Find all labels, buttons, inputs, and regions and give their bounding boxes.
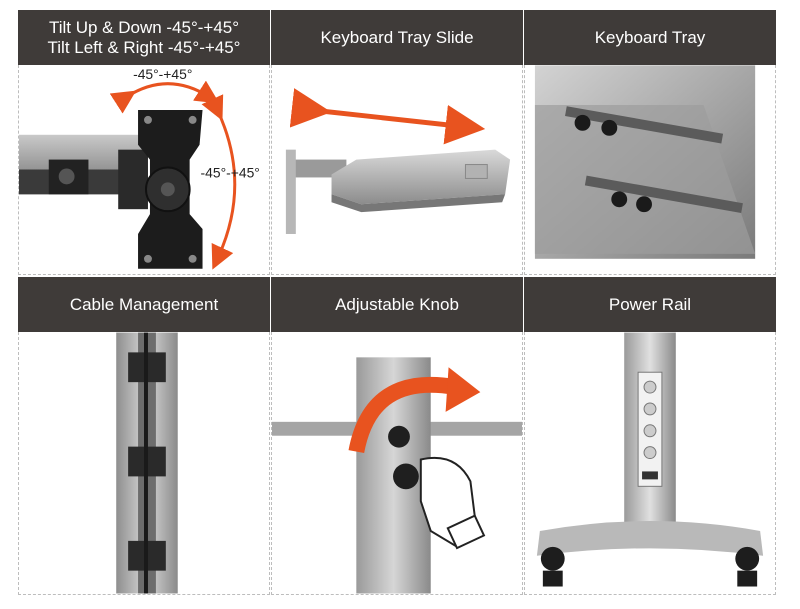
panel-cable-management-image <box>18 332 270 595</box>
cable-management-illustration <box>116 332 178 594</box>
panel-adjustable-knob-image <box>271 332 523 595</box>
panel-keyboard-tray-title: Keyboard Tray <box>594 27 706 47</box>
tilt-side-angle-label: -45°-+45° <box>201 164 260 180</box>
panel-adjustable-knob: Adjustable Knob <box>271 277 523 595</box>
panel-tilt-header: Tilt Up & Down -45°-+45° Tilt Left & Rig… <box>18 10 270 65</box>
power-rail-illustration <box>536 332 764 587</box>
vesa-mount-illustration: -45°-+45° -45°-+45° <box>19 66 260 270</box>
panel-keyboard-tray-slide: Keyboard Tray Slide <box>271 10 523 275</box>
tilt-top-angle-label: -45°-+45° <box>133 66 192 82</box>
panel-keyboard-tray-slide-image <box>271 65 523 275</box>
panel-keyboard-tray-header: Keyboard Tray <box>524 10 776 65</box>
panel-keyboard-tray-slide-header: Keyboard Tray Slide <box>271 10 523 65</box>
panel-tilt-title-line2: Tilt Left & Right -45°-+45° <box>47 37 241 57</box>
panel-power-rail-image <box>524 332 776 595</box>
keyboard-tray-slide-illustration <box>285 88 511 234</box>
panel-keyboard-tray-slide-title: Keyboard Tray Slide <box>320 27 474 47</box>
panel-keyboard-tray-image <box>524 65 776 275</box>
panel-tilt-title-line1: Tilt Up & Down -45°-+45° <box>48 17 240 37</box>
panel-power-rail-header: Power Rail <box>524 277 776 332</box>
adjustable-knob-illustration <box>272 357 522 594</box>
panel-cable-management-header: Cable Management <box>18 277 270 332</box>
panel-keyboard-tray: Keyboard Tray <box>524 10 776 275</box>
panel-power-rail-title: Power Rail <box>608 294 692 314</box>
keyboard-tray-underside-illustration <box>534 65 756 259</box>
feature-grid: Tilt Up & Down -45°-+45° Tilt Left & Rig… <box>18 10 776 595</box>
panel-power-rail: Power Rail <box>524 277 776 595</box>
panel-tilt: Tilt Up & Down -45°-+45° Tilt Left & Rig… <box>18 10 270 275</box>
panel-adjustable-knob-title: Adjustable Knob <box>335 294 459 314</box>
panel-cable-management: Cable Management <box>18 277 270 595</box>
panel-cable-management-title: Cable Management <box>69 294 219 314</box>
panel-adjustable-knob-header: Adjustable Knob <box>271 277 523 332</box>
panel-tilt-image: -45°-+45° -45°-+45° <box>18 65 270 275</box>
